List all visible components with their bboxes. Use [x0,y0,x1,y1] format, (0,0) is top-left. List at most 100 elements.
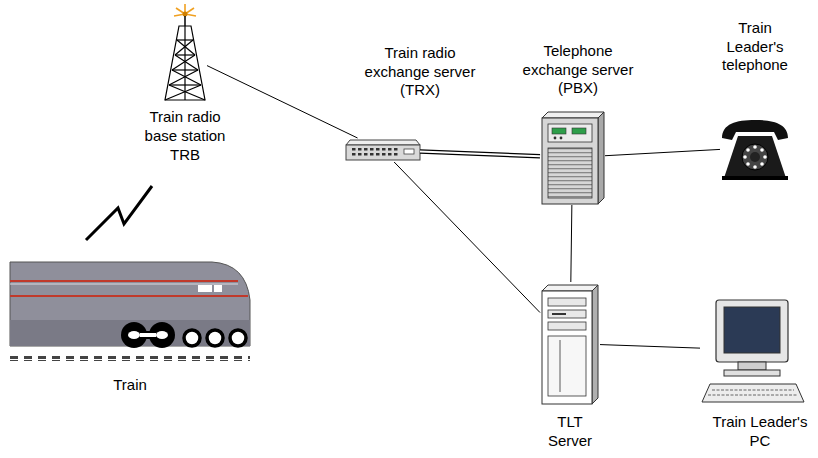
exchange-server-part [552,128,566,134]
personal-computer-part [724,307,780,353]
train-part [10,262,250,346]
radio-tower-part-part [184,26,185,100]
radio-exchange: Train radio exchange server (TRX) [345,138,420,162]
connector-group [207,66,358,138]
exchange-server-part [572,128,586,134]
radio-tower-part-part [172,70,201,85]
radio-tower-part-part [175,54,195,55]
train-part [10,356,250,361]
radio-tower-part-part [177,40,195,55]
radio-tower-part-part [175,55,198,70]
telephone-part-part [746,162,750,166]
telephone-part-part [746,148,750,152]
personal-computer-part [738,362,766,370]
connector-group [605,149,720,155]
wireless-symbol [86,186,152,240]
telephone-part-part [753,165,757,169]
telephone-part-part [743,155,747,159]
server-tower-part [548,336,586,396]
server-tower-part [548,310,586,318]
server-node: TLT Server [540,282,600,405]
exchange-server-part [548,124,592,142]
telephone-part [724,136,786,178]
radio-tower [165,4,205,100]
connector-group [420,151,540,156]
node-label: Train radio base station TRB [135,108,235,164]
telephone-part-part [760,162,764,166]
server-tower-part [542,291,592,404]
node-label: Train [90,376,170,395]
server-tower [542,285,598,404]
server-tower-part [552,313,566,315]
pc-node: Train Leader's PC [700,295,805,405]
radio-tower-part-part [172,69,198,70]
telephone-part-part [763,155,767,159]
telephone-node: Train Leader's telephone [720,115,790,180]
node-label: Telephone exchange server (PBX) [516,42,641,98]
server-tower-part [592,285,598,404]
telephone-part [750,152,760,162]
radio-tower-part-part [175,40,193,55]
exchange-server-part [554,137,557,140]
telephone-part [742,144,768,170]
train-part [184,330,200,346]
radio-tower-part-part [165,85,201,100]
train-part-part [128,331,140,339]
train-part [10,280,238,282]
server-tower-part [560,340,561,392]
switch-device-part [404,149,414,154]
radio-tower-part-part [169,70,198,85]
connector [571,205,572,282]
personal-computer [702,300,804,402]
exchange-server-part [560,137,563,140]
telephone [722,120,788,180]
connector [394,162,540,313]
radio-tower-part-part [165,26,205,100]
train-part-part [156,331,168,339]
personal-computer-part [724,370,780,376]
phone-exchange: Telephone exchange server (PBX) [540,110,605,205]
exchange-server-part [548,148,592,198]
connector [605,149,720,155]
node-label: Train Leader's PC [712,413,808,451]
base-station: Train radio base station TRB [163,8,207,102]
exchange-server-part [542,112,604,118]
train-part-part [140,333,156,337]
train-part [10,295,248,297]
switch-device-part [352,148,400,157]
exchange-server-part [598,112,604,204]
radio-tower-part [165,26,205,100]
switch-device [346,140,420,160]
switch-device-part [346,145,420,160]
train-part [10,284,238,285]
connector [420,151,540,156]
radio-tower-part-part [177,39,193,40]
personal-computer-part [716,300,788,362]
connector-group [394,162,540,313]
personal-computer-part [712,390,794,391]
radio-tower-part [174,4,196,16]
train-part [214,285,222,292]
train-part [198,285,212,292]
server-tower-part [542,285,598,291]
node-label: Train radio exchange server (TRX) [358,44,483,100]
personal-computer-part [708,395,798,396]
node-label: TLT Server [540,413,600,451]
train-part [121,322,175,348]
train-part [230,330,246,346]
train [10,262,250,361]
connector-gap [420,151,540,156]
node-label: Train Leader's telephone [715,19,795,75]
connector [600,345,700,349]
radio-tower-part-part [172,55,195,70]
radio-tower-part-part [169,85,205,100]
radio-tower-part-part [169,84,201,85]
train-node: Train [10,255,250,362]
exchange-server [542,112,604,204]
radio-tower-part [184,16,186,26]
telephone-part-part [753,145,757,149]
train-part [207,330,223,346]
connector-group [571,205,572,282]
server-tower-part [548,298,586,306]
